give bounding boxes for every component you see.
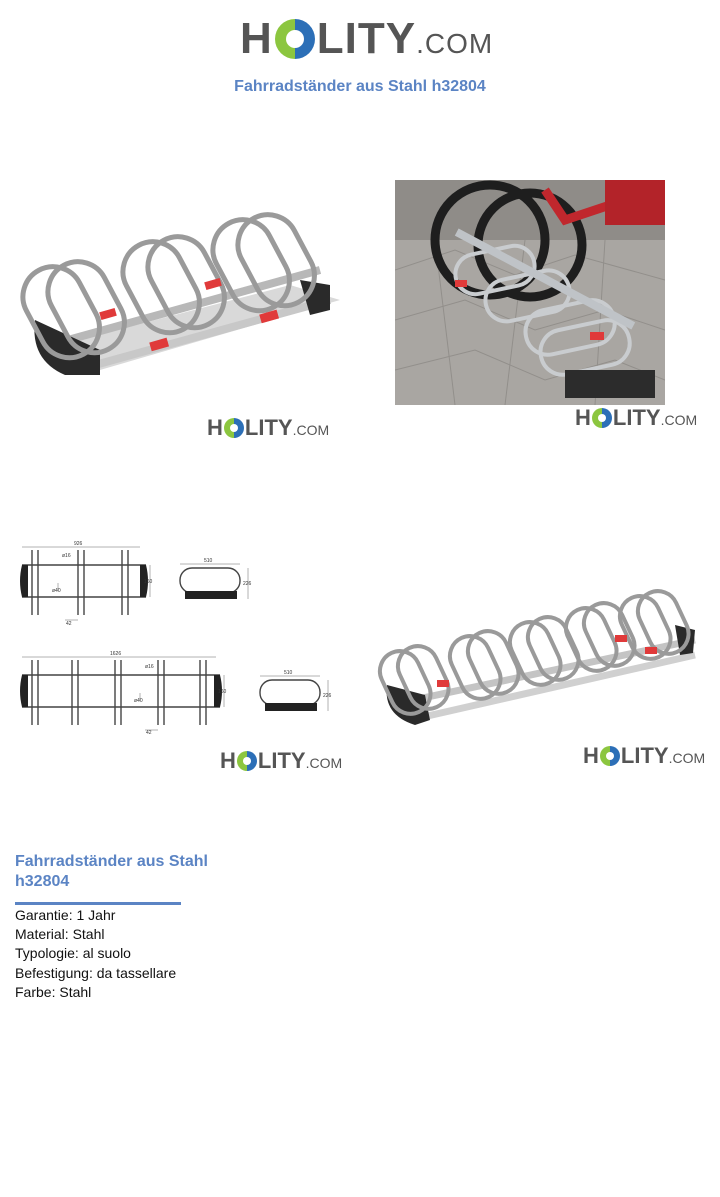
watermark-domain: .COM <box>668 750 706 766</box>
dim-loop-length-small: 510 <box>204 558 213 564</box>
watermark-lity: LITY <box>620 743 669 768</box>
logo-o-icon <box>274 19 315 59</box>
spec-material: Material: Stahl <box>15 926 105 943</box>
product-image-5-slot[interactable]: H LITY .COM <box>375 585 715 780</box>
watermark-logo: H LITY .COM <box>583 743 705 769</box>
watermark-domain: .COM <box>305 755 343 771</box>
logo-o-icon <box>236 751 257 771</box>
holity-logo[interactable]: H LITY .COM <box>240 14 493 64</box>
dim-height-small: 160 <box>144 579 153 585</box>
watermark-lity: LITY <box>612 405 661 430</box>
spec-mounting: Befestigung: da tassellare <box>15 964 177 981</box>
spec-warranty: Garantie: 1 Jahr <box>15 907 116 923</box>
watermark-h: H <box>207 415 223 440</box>
watermark-lity: LITY <box>257 748 306 773</box>
watermark-h: H <box>220 748 236 773</box>
dimension-drawings: 926 ø16 160 ø40 42 510 226 1626 ø16 160 … <box>20 541 332 736</box>
watermark-logo: H LITY .COM <box>220 748 342 774</box>
dim-gap-small: 42 <box>66 621 72 627</box>
dim-height-large: 160 <box>218 689 227 695</box>
watermark-logo: H LITY .COM <box>207 415 329 441</box>
watermark-h: H <box>575 405 591 430</box>
product-image-3-slot[interactable]: H LITY .COM <box>0 160 360 450</box>
dim-loop-height-large: 226 <box>323 693 332 699</box>
heading-divider <box>15 902 181 905</box>
logo-text-lity: LITY <box>316 14 417 63</box>
dim-width-small: 926 <box>74 541 83 547</box>
bike-rack-3-slot-illustration <box>20 212 340 375</box>
spec-list: Garantie: 1 Jahr Material: Stahl Typolog… <box>15 906 176 1002</box>
spec-typology: Typologie: al suolo <box>15 945 131 962</box>
logo-text-h: H <box>240 14 273 63</box>
dim-base-small: ø40 <box>52 588 61 594</box>
dim-base-large: ø40 <box>134 698 143 704</box>
watermark-h: H <box>583 743 599 768</box>
dim-tube-large: ø16 <box>145 664 154 670</box>
logo-o-icon <box>591 408 612 428</box>
watermark-domain: .COM <box>660 412 698 428</box>
product-heading: Fahrradständer aus Stahl h32804 <box>15 853 208 890</box>
dim-gap-large: 42 <box>146 730 152 735</box>
dim-width-large: 1626 <box>110 651 121 657</box>
page-title: Fahrradständer aus Stahl h32804 <box>234 78 486 95</box>
watermark-logo: H LITY .COM <box>575 405 697 431</box>
technical-drawing[interactable]: 926 ø16 160 ø40 42 510 226 1626 ø16 160 … <box>10 535 350 780</box>
spec-color: Farbe: Stahl <box>15 983 92 1000</box>
bike-rack-photo-illustration <box>394 180 666 406</box>
watermark-domain: .COM <box>292 422 330 438</box>
logo-text-domain: .COM <box>416 28 494 59</box>
dim-loop-height-small: 226 <box>243 581 252 587</box>
product-photo-in-use[interactable]: H LITY .COM <box>394 180 705 431</box>
dim-loop-length-large: 510 <box>284 670 293 676</box>
dim-tube-small: ø16 <box>62 553 71 559</box>
watermark-lity: LITY <box>244 415 293 440</box>
bike-rack-5-slot-illustration <box>377 589 696 725</box>
logo-o-icon <box>223 418 244 438</box>
logo-o-icon <box>599 746 620 766</box>
